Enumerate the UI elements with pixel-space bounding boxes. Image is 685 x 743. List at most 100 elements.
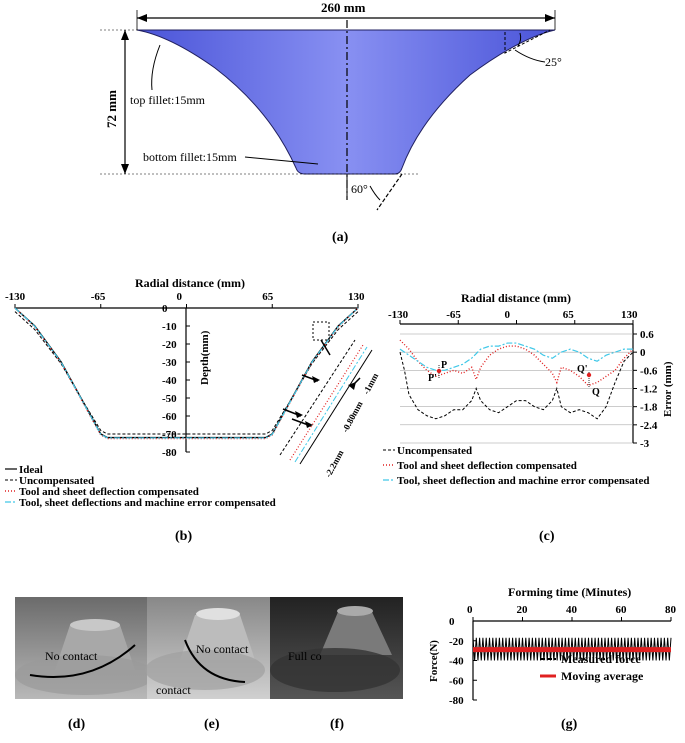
b-ylabel: Depth(mm) <box>199 330 211 385</box>
b-ytick-label: -20 <box>162 339 177 351</box>
c-xtick-label: -130 <box>388 309 409 321</box>
b-legend-0: Ideal <box>19 464 43 476</box>
b-series-line <box>14 307 359 439</box>
b-series-line <box>14 311 359 435</box>
g-ylabel: Force(N) <box>428 640 440 682</box>
b-xtick-label: 0 <box>177 291 183 303</box>
g-legend-0: Measured force <box>561 652 642 666</box>
b-ytick-label: 0 <box>162 303 168 315</box>
b-xtick-label: 130 <box>348 291 365 303</box>
g-xtick-label: 20 <box>517 604 529 616</box>
c-y-ticks: 0.60-0.6-1.2-1.8-2.4-3 <box>633 329 658 450</box>
c-legend-2: Tool, sheet deflection and machine error… <box>397 475 649 487</box>
g-legend-1: Moving average <box>561 669 644 683</box>
c-xtick-label: -65 <box>446 309 461 321</box>
photo-f-label: (f) <box>330 717 344 732</box>
angle-top-leader <box>514 49 546 63</box>
g-legend: Measured force Moving average <box>540 652 644 683</box>
g-xtick-label: 40 <box>566 604 578 616</box>
top-fillet-label: top fillet:15mm <box>130 93 206 107</box>
angle-top-arc <box>517 32 522 47</box>
b-ytick-label: -60 <box>162 411 177 423</box>
b-ytick-label: -70 <box>162 429 177 441</box>
g-ytick-label: -60 <box>449 675 464 687</box>
photo-f-text: Full co <box>288 649 322 663</box>
angle-bottom-arc <box>369 185 381 201</box>
zoom-detail <box>279 339 373 465</box>
photo-e-text2: contact <box>156 683 191 697</box>
point-q: Q <box>592 387 600 398</box>
point-p: P <box>441 360 447 371</box>
g-ytick-label: -80 <box>449 695 464 707</box>
bottom-fillet-leader <box>244 156 319 165</box>
c-ytick-label: -0.6 <box>640 365 658 377</box>
photo-f: Full co (f) <box>270 597 403 732</box>
arrow-down <box>121 164 129 174</box>
b-series <box>14 307 359 440</box>
b-legend-3: Tool, sheet deflections and machine erro… <box>19 497 276 509</box>
g-ytick-label: 0 <box>449 616 455 628</box>
c-ytick-label: 0 <box>640 347 646 359</box>
arrow-left <box>137 14 147 22</box>
b-xtick-label: -130 <box>5 291 26 303</box>
panel-a: 260 mm 72 mm top fillet:15mm bottom fill… <box>100 0 562 245</box>
panel-g-label: (g) <box>561 717 578 732</box>
bottom-fillet-label: bottom fillet:15mm <box>143 150 237 164</box>
b-ytick-label: -30 <box>162 357 177 369</box>
panel-a-label: (a) <box>332 230 349 245</box>
c-ylabel: Error (mm) <box>662 361 674 417</box>
panel-c-label: (c) <box>539 529 555 544</box>
photo-d-label: (d) <box>68 717 85 732</box>
photo-d: No contact (d) <box>15 597 155 732</box>
c-legend-0: Uncompensated <box>397 445 472 457</box>
g-ytick-label: -20 <box>449 636 464 648</box>
b-legend-1: Uncompensated <box>19 475 94 487</box>
width-label: 260 mm <box>321 0 366 15</box>
zoom-label-2: -0.80mm <box>340 399 365 434</box>
c-ytick-label: -1.8 <box>640 402 658 414</box>
zoom-label-3: -2.2mm <box>323 448 346 479</box>
c-xtick-label: 65 <box>563 309 575 321</box>
panel-b-title: Radial distance (mm) <box>135 276 245 290</box>
top-fillet-leader <box>151 44 161 91</box>
height-label: 72 mm <box>104 90 119 128</box>
arrow-right <box>545 14 555 22</box>
point-q-prime: Q' <box>577 364 588 375</box>
photo-e-text: No contact <box>196 642 249 656</box>
point-p-prime: P' <box>428 373 437 384</box>
b-ytick-label: -10 <box>162 321 177 333</box>
panel-b-label: (b) <box>175 529 192 544</box>
arrow-up <box>121 30 129 40</box>
c-xtick-label: 130 <box>621 309 638 321</box>
c-series-line <box>399 339 634 387</box>
b-xtick-label: 65 <box>262 291 274 303</box>
zoom-label-1: -1mm <box>361 371 381 396</box>
c-grid <box>400 333 633 444</box>
angle-top-marker <box>504 29 551 54</box>
g-series <box>472 637 672 661</box>
panel-g-title: Forming time (Minutes) <box>508 585 631 599</box>
c-legend: Uncompensated Tool and sheet deflection … <box>383 445 649 487</box>
angle-top-label: 25° <box>545 55 562 69</box>
g-ytick-label: -40 <box>449 656 464 668</box>
c-ytick-label: -3 <box>640 438 650 450</box>
g-xtick-label: 60 <box>616 604 628 616</box>
g-xtick-label: 80 <box>665 604 677 616</box>
b-legend-2: Tool and sheet deflection compensated <box>19 486 199 498</box>
angle-bottom-label: 60° <box>351 182 368 196</box>
photo-e: No contact contact (e) <box>145 597 270 732</box>
b-ytick-label: -50 <box>162 393 177 405</box>
zoom-box <box>312 321 330 341</box>
g-measured-force <box>472 637 672 661</box>
zoom-arrow <box>320 339 331 356</box>
c-ytick-label: 0.6 <box>640 329 654 341</box>
c-ytick-label: -1.2 <box>640 384 658 396</box>
photo-d-text: No contact <box>45 649 98 663</box>
